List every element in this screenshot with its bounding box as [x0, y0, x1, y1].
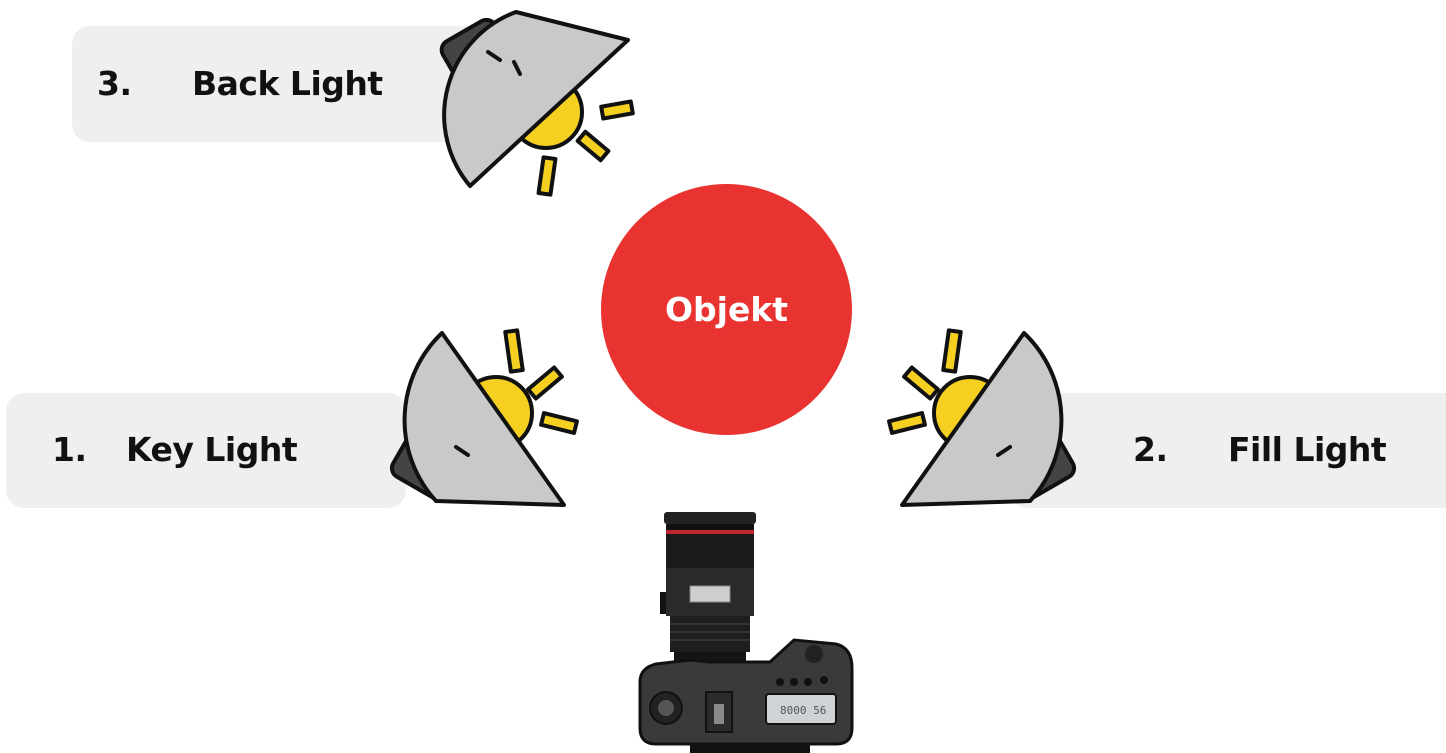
fill-light-number: 2. [1133, 430, 1168, 469]
subject-circle: Objekt [601, 184, 852, 435]
back-light-name: Back Light [192, 64, 383, 103]
fill-light-name: Fill Light [1228, 430, 1386, 469]
camera-lcd-text: 8000 56 [780, 704, 826, 717]
subject-label: Objekt [665, 290, 788, 329]
back-light-lamp-icon [428, 0, 656, 200]
key-light-lamp-icon [378, 325, 598, 510]
camera-icon: 8000 56 [630, 512, 862, 753]
key-light-name: Key Light [126, 430, 297, 469]
fill-light-lamp-icon [868, 325, 1088, 510]
back-light-number: 3. [97, 64, 132, 103]
key-light-number: 1. [52, 430, 87, 469]
